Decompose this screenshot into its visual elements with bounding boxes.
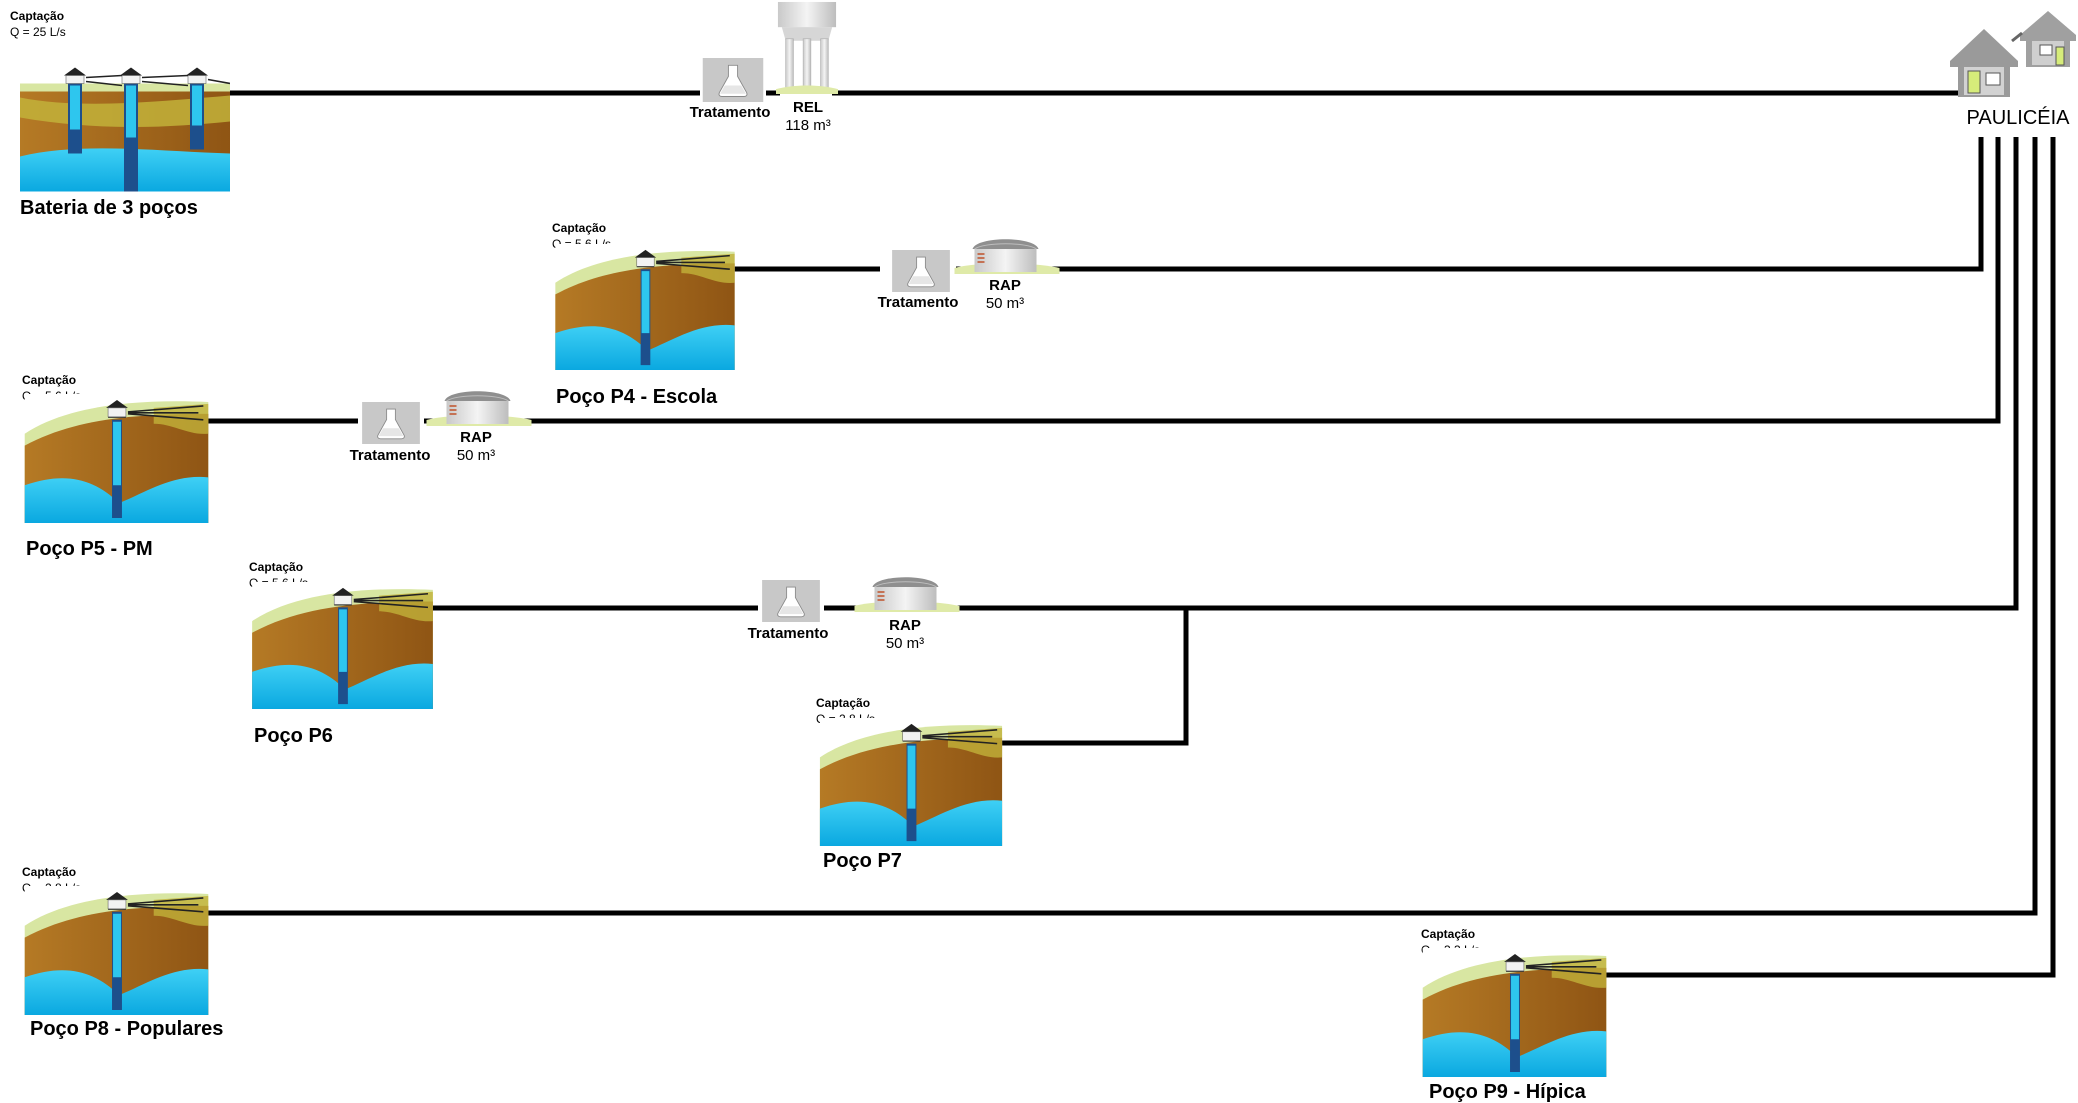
well-bateria: Captação Q = 25 L/s Bateria de 3 poços (10, 9, 230, 219)
reservoir-volume: 50 m³ (886, 635, 924, 652)
pipe-p7-to-junction (990, 608, 1189, 746)
well-icon (554, 244, 736, 370)
reservoir-label: RAP (989, 277, 1021, 294)
reservoir-label: RAP (889, 617, 921, 634)
pipe-p8-to-pauliceia (195, 137, 2038, 916)
reservoir-label: RAP (460, 429, 492, 446)
well-icon (1422, 948, 1607, 1077)
well-name: Bateria de 3 poços (20, 197, 198, 219)
reservoir-rap-p4: RAP 50 m³ (953, 238, 1061, 312)
reservoir-volume: 50 m³ (986, 295, 1024, 312)
captacao-label: Captação (816, 696, 870, 710)
flow-label: Q = 25 L/s (10, 25, 66, 39)
treatment-t2: Tratamento (878, 250, 959, 311)
well-p8: Captação Q = 2,8 L/s Poço P8 - Populares (22, 865, 223, 1040)
well-icon (24, 886, 209, 1015)
reservoir-label: REL (793, 99, 823, 116)
well-name: Poço P7 (823, 850, 902, 872)
houses-icon (1948, 9, 2078, 98)
flask-icon (761, 580, 821, 622)
well-p5: Captação Q = 5,6 L/s Poço P5 - PM (22, 373, 209, 560)
pipe-p9-to-pauliceia (1595, 137, 2056, 978)
treatment-label: Tratamento (878, 294, 959, 311)
flask-icon (702, 58, 764, 102)
well-icon (251, 582, 434, 709)
well-name: Poço P5 - PM (26, 538, 153, 560)
well-p4: Captação Q = 5,6 L/s Poço P4 - Escola (552, 221, 736, 408)
well-p7: Captação Q = 2,8 L/s Poço P7 (816, 696, 1003, 872)
captacao-label: Captação (22, 865, 76, 879)
reservoir-volume: 50 m³ (457, 447, 495, 464)
well-p9: Captação Q = 3,3 L/s Poço P9 - Hípica (1421, 927, 1607, 1103)
ground-tank-icon (953, 238, 1061, 275)
reservoir-rap-p5: RAP 50 m³ (425, 390, 533, 464)
reservoir-volume: 118 m³ (785, 117, 831, 134)
flask-icon (361, 402, 421, 444)
flask-icon (891, 250, 951, 292)
captacao-label: Captação (1421, 927, 1475, 941)
captacao-label: Captação (10, 9, 64, 23)
treatment-t3: Tratamento (350, 402, 431, 464)
city-pauliceia: PAULICÉIA (1948, 9, 2078, 129)
ground-tank-icon (853, 576, 961, 613)
elevated-tank-icon (776, 1, 838, 95)
well-icon (24, 394, 209, 523)
well-icon (819, 718, 1003, 846)
treatment-label: Tratamento (350, 447, 431, 464)
well-name: Poço P4 - Escola (556, 386, 718, 408)
well-name: Poço P9 - Hípica (1429, 1081, 1587, 1103)
pipe-p6-rap-to-pauliceia (946, 137, 2019, 611)
city-label: PAULICÉIA (1967, 106, 2071, 129)
captacao-label: Captação (552, 221, 606, 235)
captacao-label: Captação (22, 373, 76, 387)
treatment-t4: Tratamento (748, 580, 829, 642)
treatment-t1: Tratamento (690, 58, 771, 121)
reservoir-rel: REL 118 m³ (776, 1, 838, 134)
ground-tank-icon (425, 390, 533, 427)
pipe-p4-rap-to-pauliceia (1040, 137, 1984, 272)
well-battery-icon (20, 60, 230, 193)
well-name: Poço P8 - Populares (30, 1018, 223, 1040)
captacao-label: Captação (249, 560, 303, 574)
well-name: Poço P6 (254, 725, 333, 747)
treatment-label: Tratamento (748, 625, 829, 642)
reservoir-rap-p6: RAP 50 m³ (853, 576, 961, 652)
treatment-label: Tratamento (690, 104, 771, 121)
pipe-p5-rap-to-pauliceia (520, 137, 2001, 424)
pipelines (195, 90, 2056, 978)
well-p6: Captação Q = 5,6 L/s Poço P6 (249, 560, 434, 747)
